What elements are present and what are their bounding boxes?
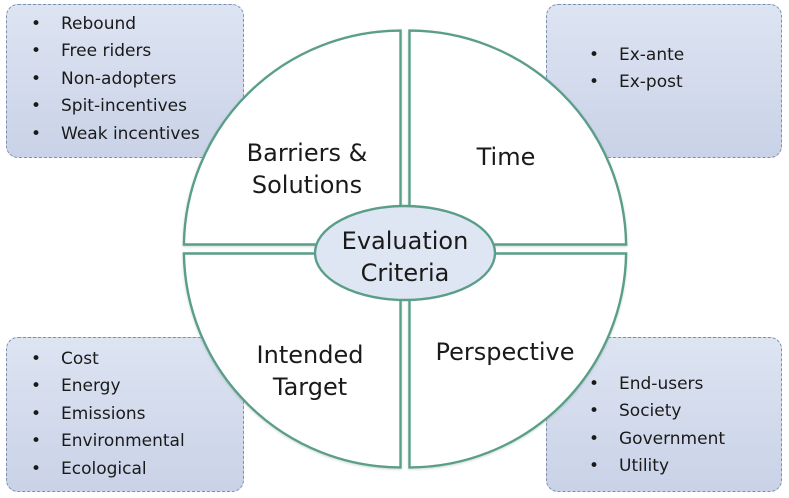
quadrant-label-time: Time — [446, 141, 566, 173]
label-line: Intended — [256, 341, 364, 369]
list-item: Society — [589, 398, 781, 426]
list-item: End-users — [589, 371, 781, 399]
list-item: Non-adopters — [31, 66, 243, 94]
label-line: Target — [272, 373, 348, 401]
list-item: Free riders — [31, 38, 243, 66]
quadrant-label-perspective: Perspective — [424, 336, 586, 368]
center-label-line: Criteria — [360, 259, 450, 287]
list-item: Ecological — [31, 456, 243, 484]
list-item: Ex-post — [589, 69, 781, 97]
list-item: Emissions — [31, 401, 243, 429]
target-list-box: Cost Energy Emissions Environmental Ecol… — [6, 337, 244, 492]
label-line: Solutions — [251, 171, 363, 199]
label-line: Perspective — [435, 338, 575, 366]
list-item: Cost — [31, 346, 243, 374]
quadrant-perspective — [408, 252, 628, 469]
label-line: Barriers & — [246, 139, 368, 167]
list-item: Government — [589, 426, 781, 454]
list-item: Weak incentives — [31, 121, 243, 149]
quadrant-target — [182, 252, 402, 469]
center-label-line: Evaluation — [341, 227, 469, 255]
list-item: Energy — [31, 373, 243, 401]
list-item: Rebound — [31, 11, 243, 39]
center-ellipse — [313, 204, 497, 302]
time-list-box: Ex-ante Ex-post — [546, 4, 782, 158]
quadrant-time — [408, 29, 628, 246]
barriers-list-box: Rebound Free riders Non-adopters Spit-in… — [6, 4, 244, 158]
list-item: Ex-ante — [589, 42, 781, 70]
label-line: Time — [476, 143, 536, 171]
list-item: Spit-incentives — [31, 93, 243, 121]
quadrant-label-barriers: Barriers & Solutions — [232, 137, 382, 201]
list-item: Environmental — [31, 428, 243, 456]
quadrant-barriers — [182, 29, 402, 246]
list-item: Utility — [589, 453, 781, 481]
quadrant-label-target: Intended Target — [240, 339, 380, 403]
center-label: Evaluation Criteria — [312, 225, 498, 289]
